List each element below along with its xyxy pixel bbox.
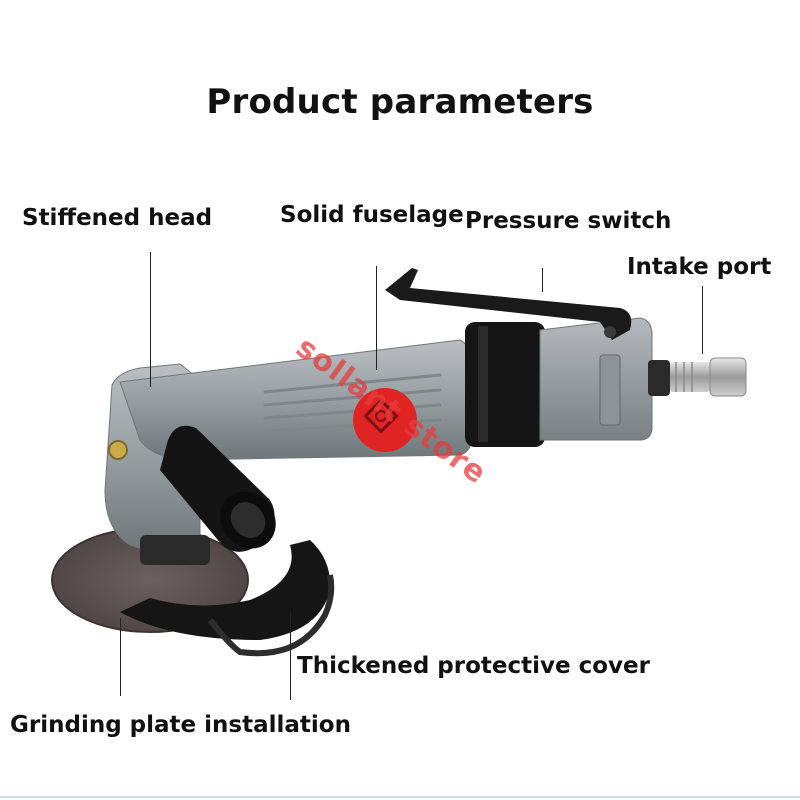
- label-stiffened-head: Stiffened head: [22, 205, 213, 231]
- label-grinding-plate: Grinding plate installation: [10, 712, 351, 738]
- label-solid-fuselage: Solid fuselage: [280, 202, 464, 228]
- page-title: Product parameters: [206, 82, 594, 122]
- label-pressure-switch: Pressure switch: [465, 208, 672, 234]
- label-intake-port: Intake port: [627, 254, 772, 280]
- leader-intake-port: [702, 286, 703, 354]
- divider: [0, 796, 800, 798]
- leader-solid-fuselage: [376, 266, 377, 370]
- leader-pressure-switch: [542, 268, 543, 292]
- side-handle: [160, 425, 276, 552]
- leader-protective-cover: [290, 612, 291, 700]
- leader-grinding-plate: [120, 618, 121, 696]
- leader-stiffened-head: [150, 252, 151, 387]
- brand-badge: [353, 388, 417, 452]
- label-protective-cover: Thickened protective cover: [297, 653, 650, 679]
